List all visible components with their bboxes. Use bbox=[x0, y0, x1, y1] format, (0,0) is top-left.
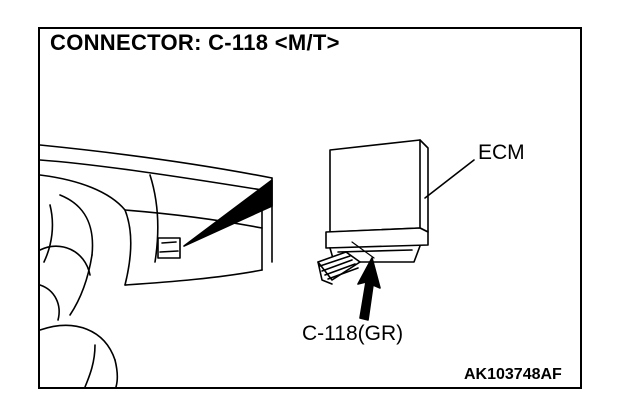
ecm-leader-line bbox=[424, 159, 475, 199]
figure-frame bbox=[38, 27, 582, 389]
connector-location-marker bbox=[157, 237, 181, 259]
dashboard-drawing bbox=[39, 144, 273, 388]
c118-connector bbox=[317, 251, 361, 285]
pointer-wedge bbox=[183, 179, 273, 247]
ecm-label: ECM bbox=[478, 141, 525, 164]
connector-label: C-118(GR) bbox=[302, 322, 404, 345]
ecm-unit bbox=[325, 139, 429, 263]
figure-code-label: AK103748AF bbox=[464, 366, 562, 383]
diagram-title: CONNECTOR: C-118 <M/T> bbox=[50, 30, 340, 55]
connector-leader-line bbox=[351, 241, 375, 259]
connector-arrow bbox=[357, 257, 381, 321]
